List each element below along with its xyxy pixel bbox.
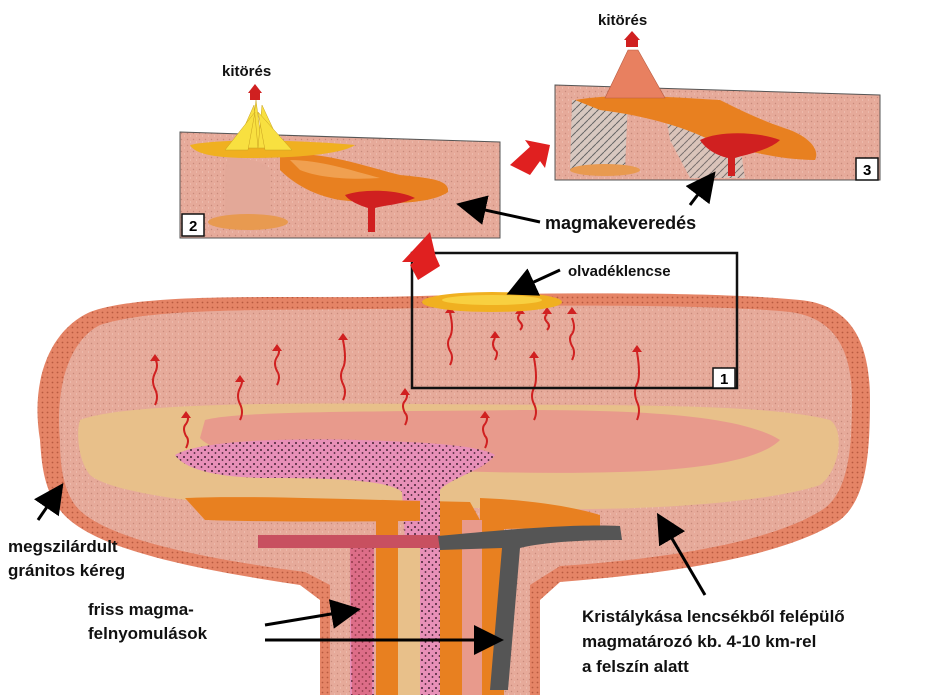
eruption-label-panel-3: kitörés bbox=[598, 12, 647, 29]
panel-3-volcano bbox=[605, 50, 665, 98]
transition-arrow-2-to-3 bbox=[510, 140, 550, 175]
panel-3-lower-lens bbox=[570, 164, 640, 176]
panel-2-number: 2 bbox=[189, 218, 197, 235]
conduit-tan bbox=[398, 540, 420, 695]
transition-arrow-1-to-2 bbox=[402, 232, 440, 280]
panel-2-eruption-arrow-head bbox=[248, 84, 262, 93]
reservoir-label-line-3: a felszín alatt bbox=[582, 657, 689, 676]
intrusions-label-line-2: felnyomulások bbox=[88, 624, 208, 643]
melt-lens-label: olvadéklencse bbox=[568, 263, 671, 280]
arrow-to-melt-lens bbox=[512, 270, 560, 292]
panel-1-number: 1 bbox=[720, 371, 728, 388]
panel-3-eruption-arrow-head bbox=[624, 31, 640, 40]
panel-3: 3 bbox=[555, 31, 880, 180]
panel-2: 2 bbox=[180, 84, 500, 238]
crust-label-line-1: megszilárdult bbox=[8, 537, 118, 556]
conduit-dotted-pink bbox=[420, 490, 440, 695]
eruption-label-panel-2: kitörés bbox=[222, 63, 271, 80]
panel-3-number: 3 bbox=[863, 162, 871, 179]
intrusions-label-line-1: friss magma- bbox=[88, 600, 194, 619]
reservoir-label-line-2: magmatározó kb. 4-10 km-rel bbox=[582, 632, 816, 651]
panel-2-lower-lens bbox=[208, 214, 288, 230]
panel-2-eruption-plume bbox=[225, 100, 292, 150]
magma-mixing-label: magmakeveredés bbox=[545, 213, 696, 233]
panel-3-vent-marker bbox=[626, 40, 638, 47]
reservoir-label-line-1: Kristálykása lencsékből felépülő bbox=[582, 607, 845, 626]
red-dike bbox=[258, 535, 440, 548]
crust-label-line-2: gránitos kéreg bbox=[8, 561, 125, 580]
panel-2-vent-marker bbox=[250, 93, 260, 100]
